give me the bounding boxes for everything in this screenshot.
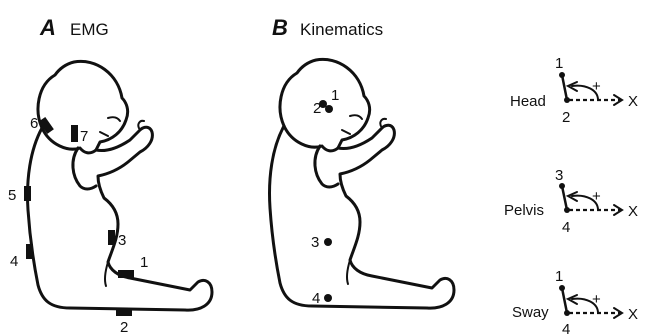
angle-head-axis-label: X	[628, 93, 638, 110]
angle-pelvis-segment	[562, 186, 567, 210]
angle-sway-segment	[562, 288, 567, 313]
angle-pelvis-sign: +	[592, 188, 601, 205]
emg-label-7: 7	[80, 128, 88, 145]
emg-label-6: 6	[30, 115, 38, 132]
angle-pelvis-bottom-num: 4	[562, 219, 570, 236]
angle-pelvis-label: Pelvis	[504, 202, 544, 219]
emg-label-2: 2	[120, 319, 128, 335]
angle-head-top-num: 1	[555, 55, 563, 72]
emg-label-1: 1	[140, 254, 148, 271]
emg-electrode-1	[118, 270, 134, 278]
emg-electrode-3	[108, 230, 115, 245]
angle-sway-bottom-num: 4	[562, 321, 570, 335]
angle-sway-sign: +	[592, 291, 601, 308]
panel-b-letter: B	[272, 15, 288, 40]
angle-pelvis-top-num: 3	[555, 167, 563, 184]
emg-label-5: 5	[8, 187, 16, 204]
angle-sway-label: Sway	[512, 304, 549, 321]
angle-sway-axis-label: X	[628, 306, 638, 323]
emg-electrode-2	[116, 308, 132, 316]
kinematic-marker-4	[324, 294, 332, 302]
emg-label-4: 4	[10, 253, 18, 270]
infant-figure-kinematics	[270, 59, 454, 308]
kinematic-label-4: 4	[312, 290, 320, 307]
panel-a-letter: A	[39, 15, 56, 40]
kinematic-label-3: 3	[311, 234, 319, 251]
kinematic-label-2: 2	[313, 100, 321, 117]
angle-diagram-sway: Sway 1 4 + X	[512, 268, 638, 335]
panel-b-title: Kinematics	[300, 20, 383, 39]
angle-sway-top-num: 1	[555, 268, 563, 285]
kinematic-label-1: 1	[331, 87, 339, 104]
emg-electrode-5	[24, 186, 31, 201]
angle-head-sign: +	[592, 78, 601, 95]
angle-head-bottom-num: 2	[562, 109, 570, 126]
angle-pelvis-axis-label: X	[628, 203, 638, 220]
angle-head-segment	[562, 75, 567, 100]
emg-electrode-4	[26, 244, 33, 259]
angle-head-tip	[559, 72, 565, 78]
panel-a-title: EMG	[70, 20, 109, 39]
angle-head-label: Head	[510, 93, 546, 110]
angle-diagram-head: Head 1 2 + X	[510, 55, 638, 126]
angle-sway-tip	[559, 285, 565, 291]
kinematic-marker-2	[325, 105, 333, 113]
kinematic-marker-3	[324, 238, 332, 246]
emg-electrode-7	[71, 125, 78, 142]
angle-diagram-pelvis: Pelvis 3 4 + X	[504, 167, 638, 236]
emg-label-3: 3	[118, 232, 126, 249]
